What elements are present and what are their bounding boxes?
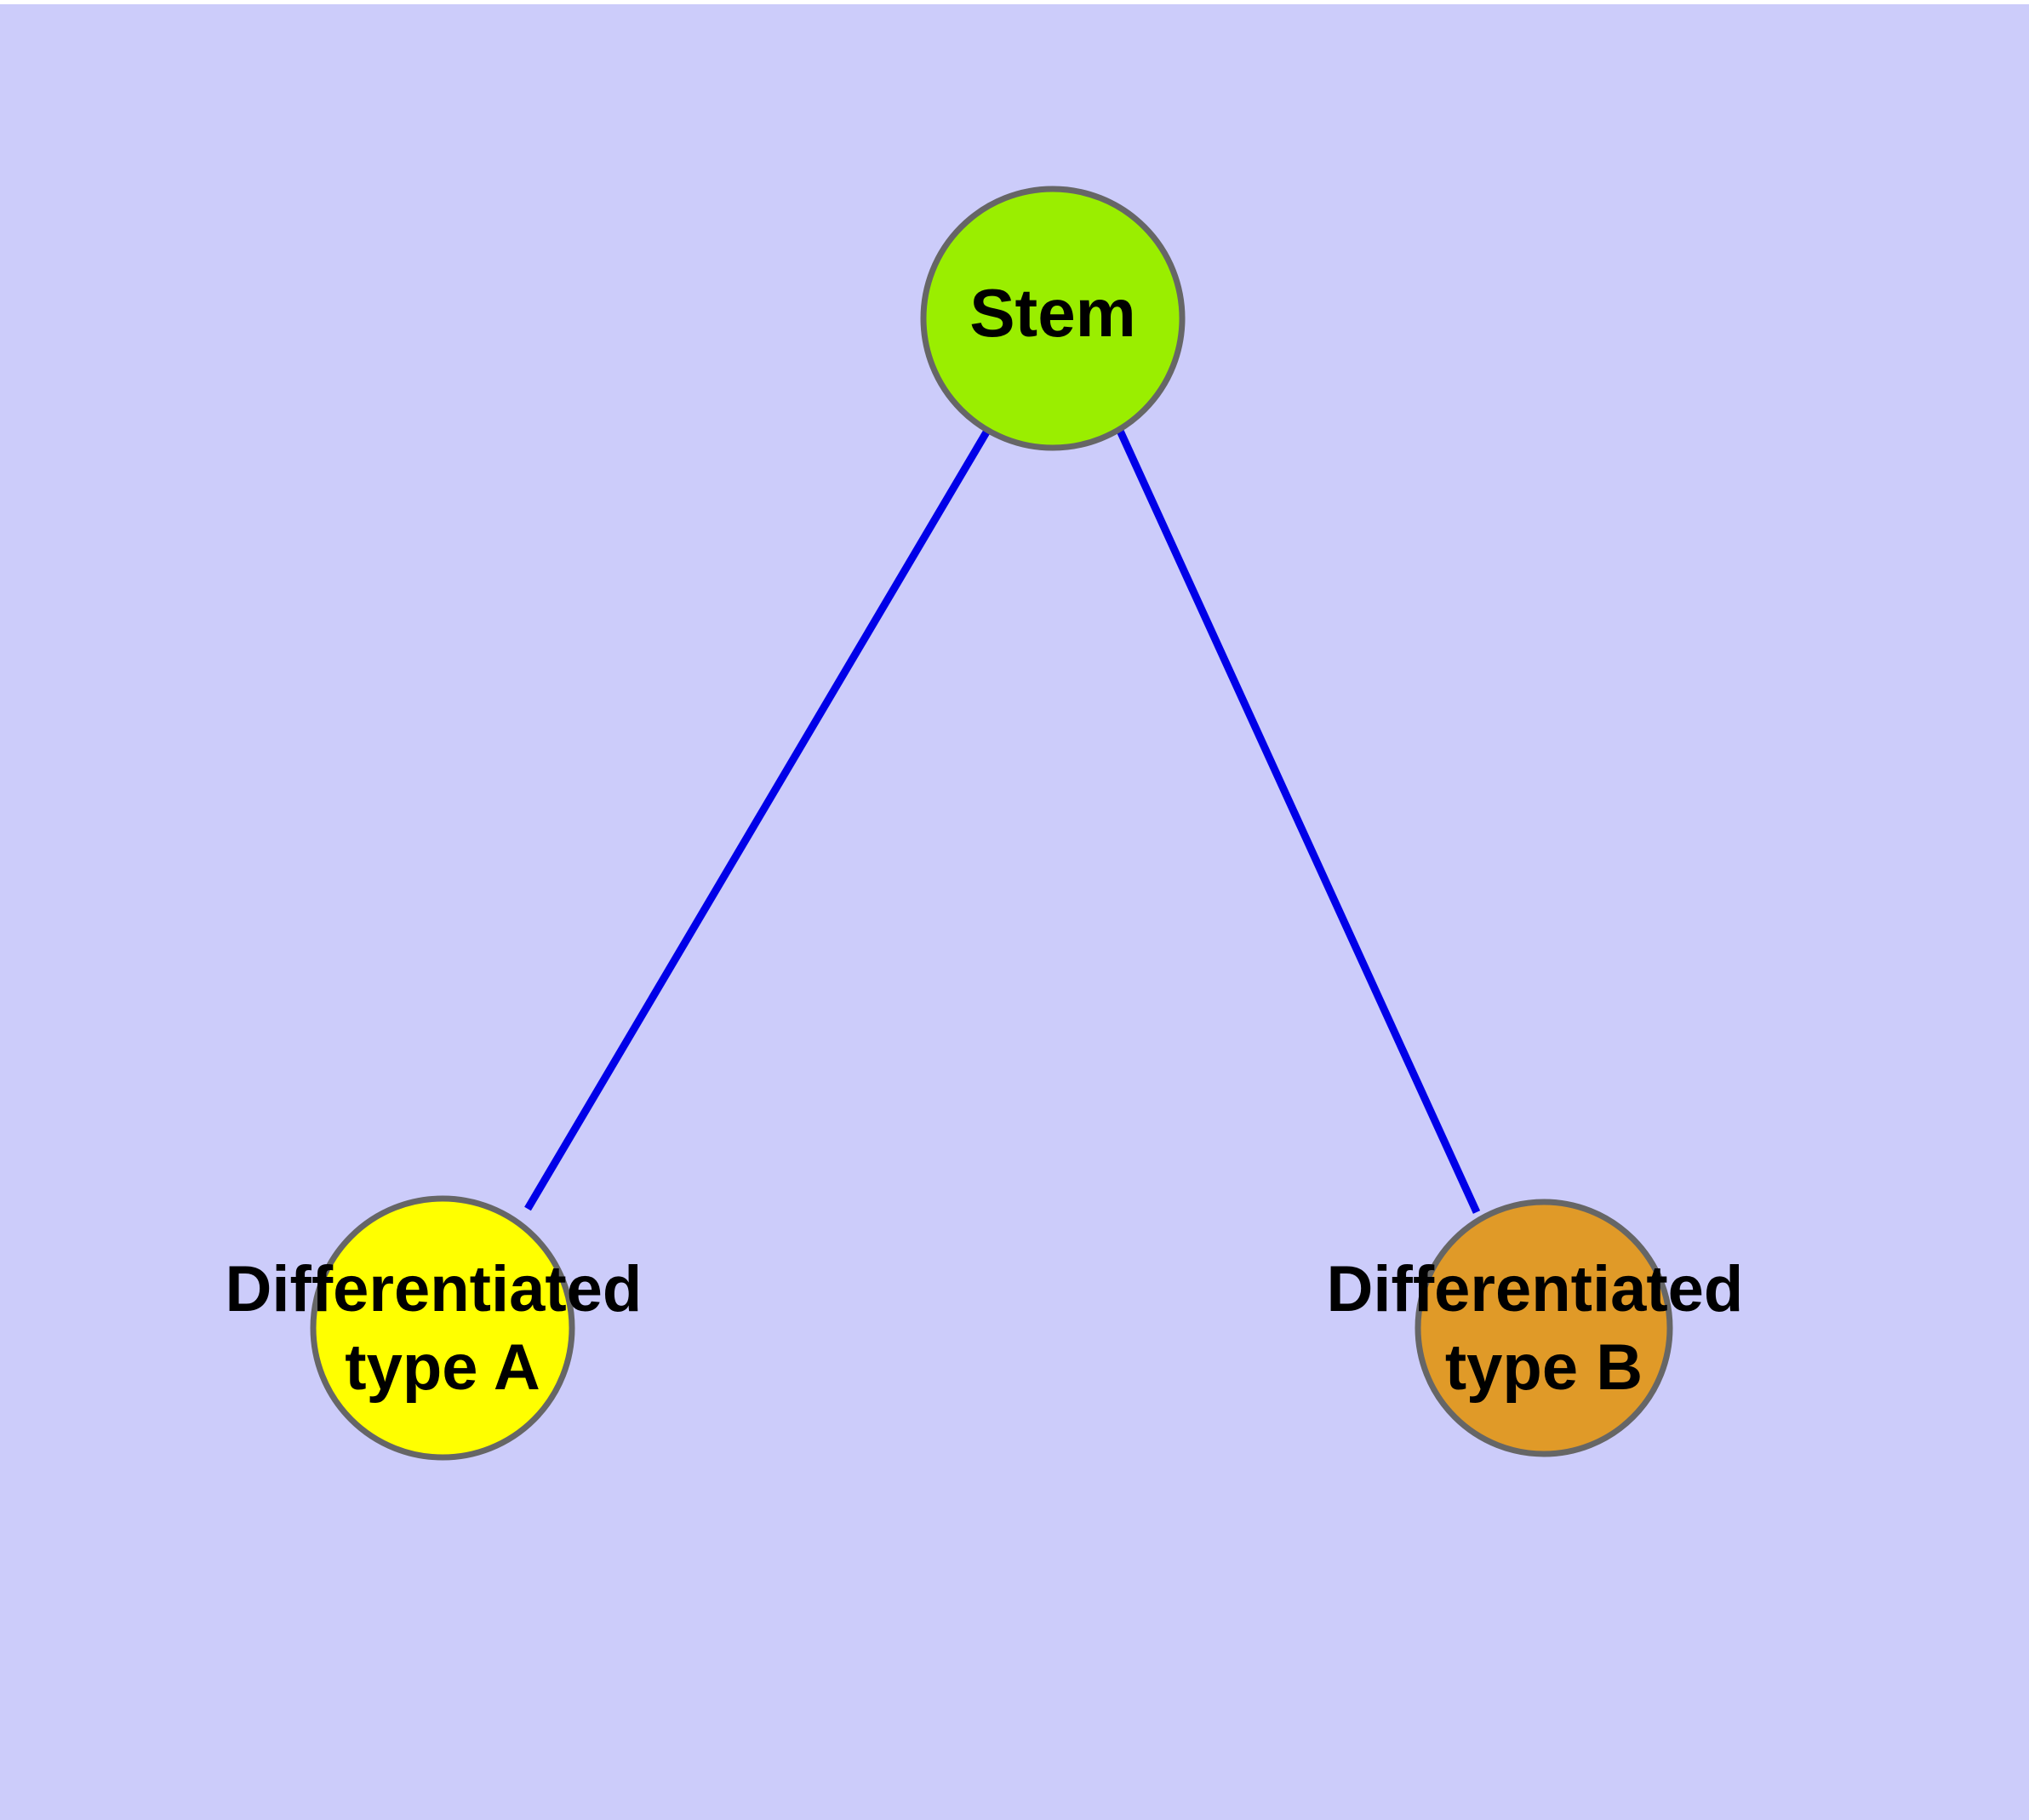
node-differentiated-type-b-label: Differentiated type B xyxy=(1327,1253,1762,1404)
node-differentiated-type-a-label: Differentiated type A xyxy=(226,1253,660,1404)
edge-stem-to-differentiated-type-b[interactable] xyxy=(1116,429,1481,1214)
node-label-group: Stem Differentiated type A Differentiate… xyxy=(226,275,1762,1404)
node-differentiated-type-a-label-line-2: type A xyxy=(345,1331,540,1404)
node-differentiated-type-a-label-line-1: Differentiated xyxy=(226,1253,643,1325)
node-differentiated-type-b-label-line-2: type B xyxy=(1445,1331,1643,1404)
node-differentiated-type-a-circle[interactable] xyxy=(310,1195,575,1461)
edge-stem-to-differentiated-type-a[interactable] xyxy=(524,428,991,1211)
node-differentiated-type-b-circle[interactable] xyxy=(1415,1199,1673,1457)
edge-group xyxy=(524,428,1481,1214)
node-differentiated-type-b-label-line-1: Differentiated xyxy=(1327,1253,1744,1325)
node-group xyxy=(310,186,1673,1461)
node-stem-label: Stem xyxy=(969,275,1136,351)
node-stem-circle[interactable] xyxy=(920,186,1186,451)
